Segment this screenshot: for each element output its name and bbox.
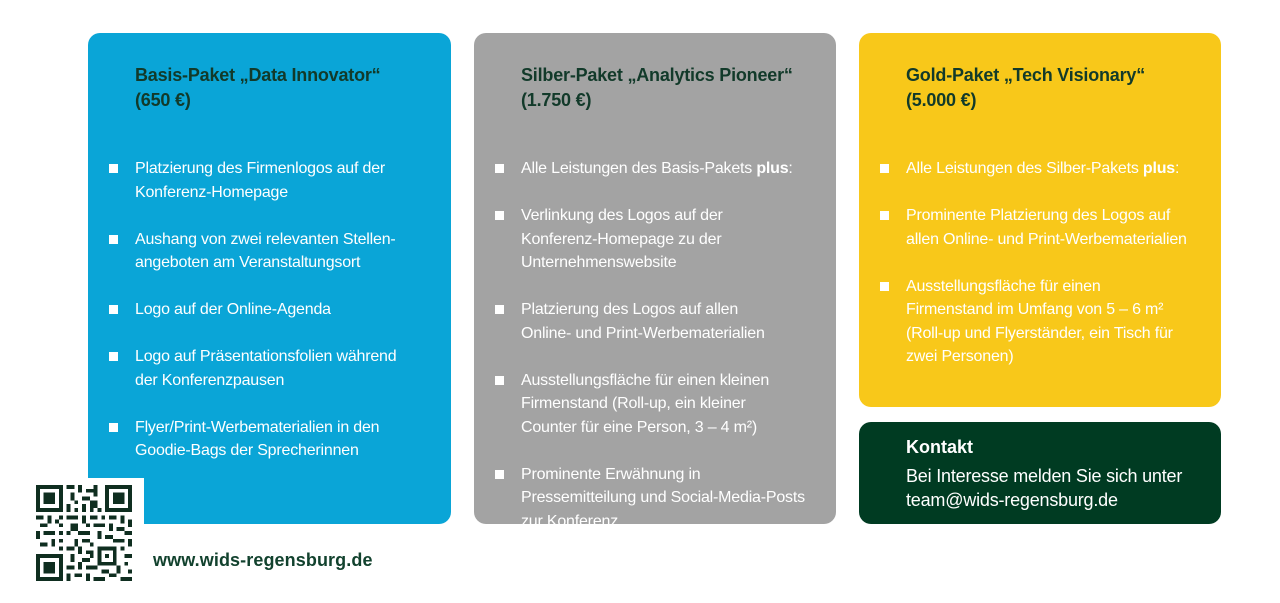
silber-package-card: Silber-Paket „Analytics Pioneer“ (1.750 … (474, 33, 836, 524)
basis-package-card: Basis-Paket „Data Innovator“ (650 €) Pla… (88, 33, 451, 524)
kontakt-card: Kontakt Bei Interesse melden Sie sich un… (859, 422, 1221, 524)
bullet-icon (109, 352, 118, 361)
list-item: Platzierung des Firmenlogos auf der Konf… (109, 157, 397, 204)
kontakt-text: Bei Interesse melden Sie sich unter team… (906, 464, 1201, 512)
basis-package-title: Basis-Paket „Data Innovator“ (650 €) (135, 63, 431, 113)
list-item: Prominente Platzierung des Logos auf all… (880, 204, 1198, 251)
gold-package-list: Alle Leistungen des Silber-Pakets plus: … (880, 157, 1201, 369)
basis-package-name: Basis-Paket „Data Innovator“ (135, 65, 381, 85)
kontakt-email-link[interactable]: team@wids-regensburg.de (906, 490, 1118, 510)
kontakt-title: Kontakt (906, 437, 973, 457)
gold-package-name: Gold-Paket „Tech Visionary“ (906, 65, 1146, 85)
bullet-icon (109, 234, 118, 244)
bullet-icon (495, 469, 504, 479)
basis-package-list: Platzierung des Firmenlogos auf der Konf… (109, 157, 431, 463)
list-item: Flyer/Print-Werbematerialien in den Good… (109, 416, 385, 463)
website-link[interactable]: www.wids-regensburg.de (153, 550, 373, 570)
bullet-icon (495, 211, 504, 220)
bullet-icon (109, 164, 118, 173)
list-item: Aushang von zwei relevanten Stellen-ange… (109, 228, 397, 275)
list-item: Platzierung des Logos auf allen Online- … (495, 298, 791, 345)
silber-package-list: Alle Leistungen des Basis-Pakets plus: V… (495, 157, 816, 524)
silber-package-price: (1.750 €) (521, 90, 592, 110)
bullet-icon (495, 164, 504, 173)
silber-package-name: Silber-Paket „Analytics Pioneer“ (521, 65, 793, 85)
qr-code (28, 478, 144, 588)
bullet-icon (495, 305, 504, 314)
silber-package-title: Silber-Paket „Analytics Pioneer“ (1.750 … (521, 63, 816, 113)
basis-package-price: (650 €) (135, 90, 191, 110)
list-item: Alle Leistungen des Silber-Pakets plus: (880, 157, 1201, 181)
gold-package-title: Gold-Paket „Tech Visionary“ (5.000 €) (906, 63, 1201, 113)
bullet-icon (495, 375, 504, 385)
gold-package-price: (5.000 €) (906, 90, 977, 110)
bullet-icon (109, 422, 118, 432)
bullet-icon (880, 164, 889, 173)
list-item: Alle Leistungen des Basis-Pakets plus: (495, 157, 816, 181)
qr-code-icon (36, 485, 132, 581)
list-item: Logo auf Präsentationsfolien während der… (109, 345, 420, 392)
list-item: Ausstellungsfläche für einen Firmenstand… (880, 275, 1191, 369)
bullet-icon (880, 211, 889, 220)
list-item: Ausstellungsfläche für einen kleinen Fir… (495, 369, 803, 440)
list-item: Prominente Erwähnung in Pressemitteilung… (495, 463, 813, 524)
list-item: Logo auf der Online-Agenda (109, 298, 431, 322)
kontakt-line: Bei Interesse melden Sie sich unter (906, 466, 1183, 486)
list-item: Verlinkung des Logos auf der Konferenz-H… (495, 204, 791, 275)
gold-package-card: Gold-Paket „Tech Visionary“ (5.000 €) Al… (859, 33, 1221, 407)
bullet-icon (109, 305, 118, 314)
bullet-icon (880, 281, 889, 291)
